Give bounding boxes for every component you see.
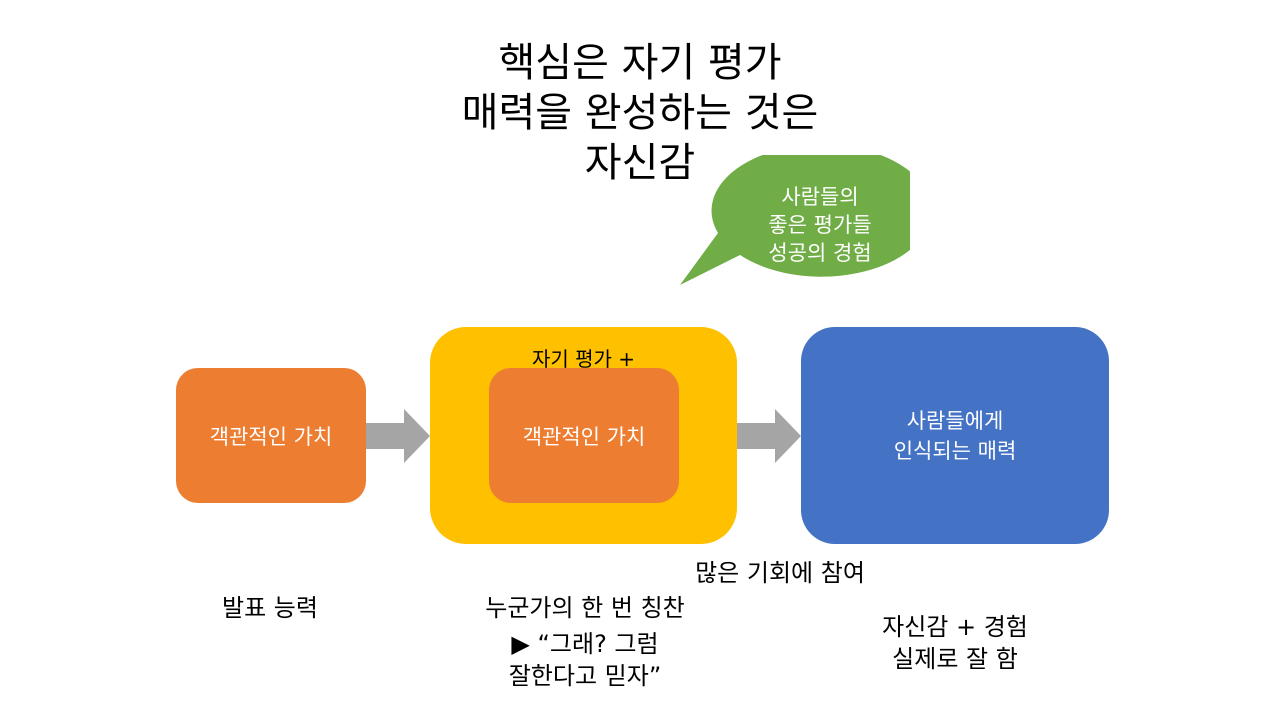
caption-confidence-experience: 자신감 + 경험 실제로 잘 함 (840, 611, 1070, 675)
arrow-right-2 (737, 409, 801, 463)
slide-title: 핵심은 자기 평가 매력을 완성하는 것은 자신감 (340, 38, 940, 188)
caption-opportunities: 많은 기회에 참여 (660, 557, 900, 589)
arrow-right-1-shape (366, 409, 430, 463)
speech-bubble-text: 사람들의 좋은 평가들 성공의 경험 (715, 183, 925, 267)
caption-presentation-skill: 발표 능력 (170, 592, 370, 624)
caption-compliment: 누군가의 한 번 칭찬 ▶ “그래? 그럼 잘한다고 믿자” (440, 592, 730, 692)
title-line-2: 매력을 완성하는 것은 (461, 90, 819, 136)
arrow-right-2-shape (737, 409, 801, 463)
speech-bubble-shape (680, 155, 910, 285)
inner-objective-value-box: 객관적인 가치 (489, 368, 679, 503)
objective-value-label: 객관적인 가치 (209, 424, 333, 449)
caption-right-line-2: 실제로 잘 함 (892, 645, 1018, 673)
inner-objective-value-label: 객관적인 가치 (522, 424, 646, 449)
speech-bubble (680, 155, 910, 285)
perceived-charm-box: 사람들에게 인식되는 매력 (801, 327, 1109, 544)
perceived-charm-text: 사람들에게 인식되는 매력 (894, 406, 1017, 466)
caption-middle-line-1: 누군가의 한 번 칭찬 (485, 594, 685, 622)
bubble-line-1: 사람들의 (781, 185, 859, 209)
arrow-right-1 (366, 409, 430, 463)
title-line-3: 자신감 (584, 140, 696, 186)
perceived-charm-line-2: 인식되는 매력 (893, 438, 1017, 463)
caption-middle-line-3: 잘한다고 믿자” (508, 662, 662, 690)
caption-middle-line-2: ▶ “그래? 그럼 (511, 630, 659, 658)
caption-opportunities-text: 많은 기회에 참여 (695, 559, 865, 587)
self-evaluation-label: 자기 평가 + (531, 347, 636, 371)
title-line-1: 핵심은 자기 평가 (498, 40, 782, 86)
bubble-line-3: 성공의 경험 (768, 241, 872, 265)
caption-left-text: 발표 능력 (222, 594, 318, 622)
perceived-charm-line-1: 사람들에게 (906, 408, 1004, 433)
bubble-line-2: 좋은 평가들 (768, 213, 872, 237)
caption-right-line-1: 자신감 + 경험 (882, 613, 1028, 641)
objective-value-box: 객관적인 가치 (176, 368, 366, 503)
